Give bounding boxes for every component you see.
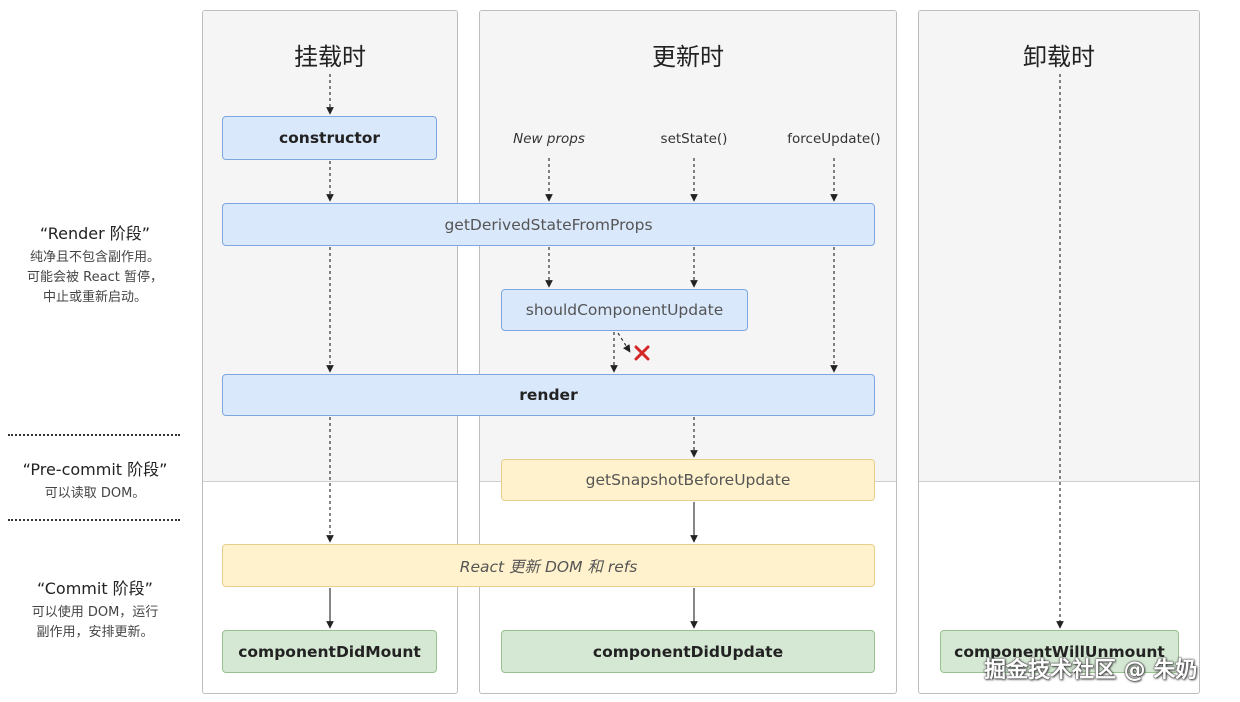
phase-separator-top [8,434,180,436]
render-phase-label: “Render 阶段” 纯净且不包含副作用。 可能会被 React 暂停， 中止… [0,220,190,308]
render-phase-title: “Render 阶段” [39,224,151,243]
update-column-title: 更新时 [652,43,724,71]
commit-phase-label: “Commit 阶段” 可以使用 DOM，运行 副作用，安排更新。 [0,575,190,643]
react-update-dom-node: React 更新 DOM 和 refs [222,544,875,587]
trigger-set-state: setState() [660,131,728,147]
precommit-phase-desc: 可以读取 DOM。 [44,486,146,501]
unmount-column-title: 卸载时 [1023,43,1095,71]
component-did-mount-node: componentDidMount [222,630,437,673]
precommit-phase-title: “Pre-commit 阶段” [22,460,168,479]
unmount-column: 卸载时 [918,10,1200,694]
should-component-update-node: shouldComponentUpdate [501,289,748,331]
watermark: 掘金技术社区 @ 朱奶 [984,658,1198,683]
render-node: render [222,374,875,416]
component-will-unmount-node: componentWillUnmount [940,630,1179,673]
constructor-node: constructor [222,116,437,160]
get-snapshot-node: getSnapshotBeforeUpdate [501,459,875,501]
precommit-phase-label: “Pre-commit 阶段” 可以读取 DOM。 [0,456,190,504]
commit-phase-title: “Commit 阶段” [37,579,153,598]
render-phase-desc-2: 可能会被 React 暂停， [27,270,163,285]
phase-separator-bottom [8,519,180,521]
commit-phase-desc-2: 副作用，安排更新。 [36,625,154,640]
arrow-scu-cancel [617,332,631,353]
trigger-force-update: forceUpdate() [787,131,881,147]
trigger-new-props: New props [513,131,585,147]
commit-phase-desc-1: 可以使用 DOM，运行 [31,605,159,620]
component-did-update-node: componentDidUpdate [501,630,875,673]
render-phase-desc-3: 中止或重新启动。 [42,290,147,305]
get-derived-state-node: getDerivedStateFromProps [222,203,875,246]
cancel-x-icon [634,345,650,361]
mount-column-title: 挂载时 [294,43,366,71]
render-phase-desc-1: 纯净且不包含副作用。 [29,250,160,265]
